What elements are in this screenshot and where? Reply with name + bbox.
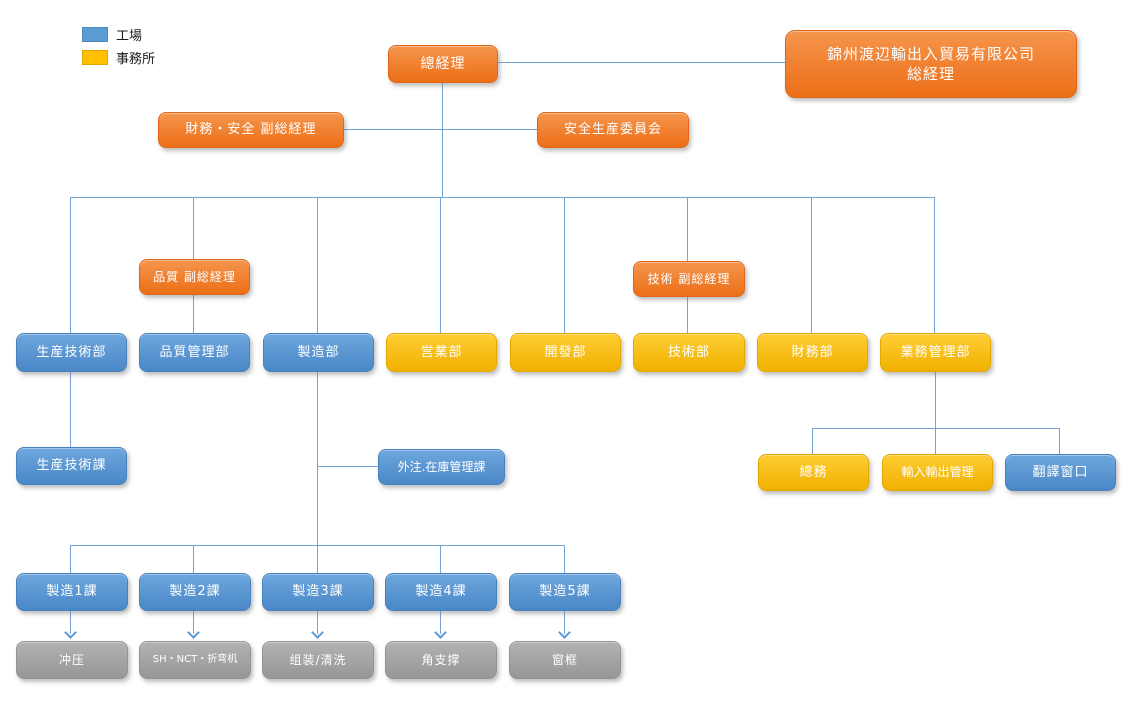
node-import-export-admin: 輸入輸出管理 xyxy=(882,454,993,491)
node-process-corner-support: 角支撑 xyxy=(385,641,497,679)
arrow-line-2 xyxy=(193,609,194,634)
arrow-line-1 xyxy=(70,609,71,634)
node-manufacturing-section-5: 製造5課 xyxy=(509,573,621,611)
arrow-down-icon xyxy=(311,626,324,639)
connector-gm-to-parent xyxy=(496,62,785,63)
node-production-tech-section: 生産技術課 xyxy=(16,447,127,485)
connector-to-outsourcing xyxy=(317,466,378,467)
node-manufacturing-section-4: 製造4課 xyxy=(385,573,497,611)
node-process-window-frame: 窗框 xyxy=(509,641,621,679)
node-manufacturing-section-3: 製造3課 xyxy=(262,573,374,611)
node-technology-dept: 技術部 xyxy=(633,333,745,372)
node-manufacturing-dept: 製造部 xyxy=(263,333,374,372)
connector-drop-4 xyxy=(440,197,441,333)
node-outsourcing-inventory-section: 外注.在庫管理課 xyxy=(378,449,505,485)
parent-company-name: 錦州渡辺輸出入貿易有限公司 xyxy=(826,44,1035,63)
node-sales-dept: 営業部 xyxy=(386,333,497,372)
node-general-affairs: 總務 xyxy=(758,454,869,491)
connector-mfg3-drop xyxy=(317,545,318,573)
arrow-down-icon xyxy=(558,626,571,639)
node-parent-company: 錦州渡辺輸出入貿易有限公司 総経理 xyxy=(785,30,1077,98)
node-production-tech-dept: 生産技術部 xyxy=(16,333,127,372)
connector-drop-1 xyxy=(70,197,71,333)
connector-mfg4-drop xyxy=(440,545,441,573)
node-quality-vice-gm: 品質 副総経理 xyxy=(139,259,250,295)
connector-drop-7 xyxy=(811,197,812,333)
arrow-line-5 xyxy=(564,609,565,634)
connector-translation-drop xyxy=(1059,428,1060,454)
connector-genaffairs-drop xyxy=(812,428,813,454)
connector-drop-3 xyxy=(317,197,318,333)
legend-office: 事務所 xyxy=(82,48,155,67)
arrow-down-icon xyxy=(434,626,447,639)
connector-drop-8 xyxy=(934,197,935,333)
connector-prodtech-down xyxy=(70,370,71,447)
node-development-dept: 開發部 xyxy=(510,333,621,372)
node-translation-window: 翻譯窗口 xyxy=(1005,454,1116,491)
legend-factory: 工場 xyxy=(82,25,155,44)
node-finance-dept: 財務部 xyxy=(757,333,868,372)
node-process-assembly-cleaning: 组装/清洗 xyxy=(262,641,374,679)
connector-importexport-drop xyxy=(935,428,936,454)
connector-vice-gm-row xyxy=(342,129,537,130)
node-manufacturing-section-1: 製造1課 xyxy=(16,573,128,611)
node-business-admin-dept: 業務管理部 xyxy=(880,333,991,372)
arrow-line-4 xyxy=(440,609,441,634)
office-color-swatch xyxy=(82,50,108,65)
connector-bizadmin-down xyxy=(935,370,936,428)
node-finance-safety-vice-gm: 財務・安全 副総経理 xyxy=(158,112,344,148)
node-process-sh-nct-bending: SH・NCT・折弯机 xyxy=(139,641,251,679)
connector-mfg2-drop xyxy=(193,545,194,573)
node-general-manager: 總経理 xyxy=(388,45,498,83)
connector-main-bus xyxy=(70,197,935,198)
connector-mfg5-drop xyxy=(564,545,565,573)
connector-manufacturing-down xyxy=(317,370,318,545)
node-manufacturing-section-2: 製造2課 xyxy=(139,573,251,611)
connector-gm-down xyxy=(442,81,443,197)
parent-company-title: 総経理 xyxy=(906,65,955,83)
arrow-down-icon xyxy=(64,626,77,639)
connector-mfg1-drop xyxy=(70,545,71,573)
node-safety-production-committee: 安全生産委員会 xyxy=(537,112,689,148)
legend: 工場 事務所 xyxy=(82,25,155,71)
factory-color-swatch xyxy=(82,27,108,42)
connector-drop-5 xyxy=(564,197,565,333)
node-quality-control-dept: 品質管理部 xyxy=(139,333,250,372)
node-technology-vice-gm: 技術 副総経理 xyxy=(633,261,745,297)
arrow-line-3 xyxy=(317,609,318,634)
node-process-stamping: 冲压 xyxy=(16,641,128,679)
factory-legend-label: 工場 xyxy=(116,29,143,44)
office-legend-label: 事務所 xyxy=(116,52,156,67)
arrow-down-icon xyxy=(187,626,200,639)
